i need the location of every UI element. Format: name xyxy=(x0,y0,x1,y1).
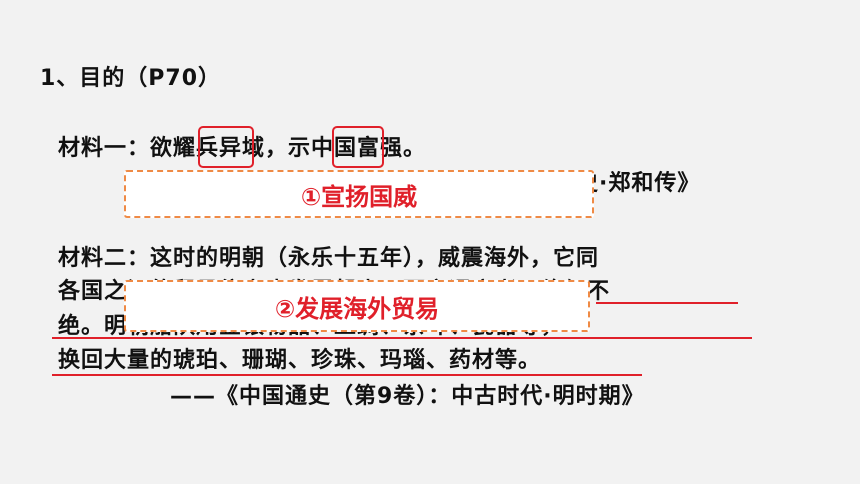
underline-2 xyxy=(52,337,752,339)
material-2-source: ——《中国通史（第9卷）：中古时代·明时期》 xyxy=(170,384,645,409)
answer-2-text: ②发展海外贸易 xyxy=(274,294,440,323)
underline-1 xyxy=(596,302,738,304)
material-2-line-4: 换回大量的琥珀、珊瑚、珍珠、玛瑙、药材等。 xyxy=(58,348,542,373)
section-heading: 1、目的（P70） xyxy=(40,66,222,91)
answer-1-text: ①宣扬国威 xyxy=(300,182,418,211)
highlight-box-shi xyxy=(332,126,384,168)
answer-box-1: ①宣扬国威 xyxy=(124,170,594,218)
highlight-box-yaobing xyxy=(198,126,254,168)
material-1-text: 材料一：欲耀兵异域，示中国富强。 xyxy=(58,136,427,161)
underline-3 xyxy=(52,374,642,376)
answer-box-2: ②发展海外贸易 xyxy=(124,280,590,332)
material-2-line-1: 材料二：这时的明朝（永乐十五年），威震海外，它同 xyxy=(58,246,600,271)
